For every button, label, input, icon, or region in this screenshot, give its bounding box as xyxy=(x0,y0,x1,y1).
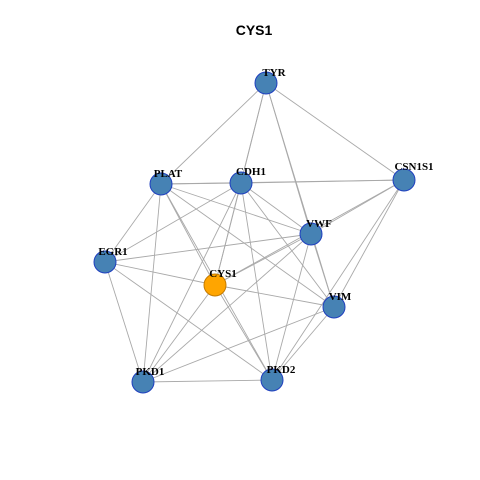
edge-egr1-pkd1 xyxy=(104,261,144,383)
node-label: PLAT xyxy=(154,168,183,180)
node-pkd1[interactable]: PKD1 xyxy=(131,366,165,394)
node-circle[interactable] xyxy=(254,71,278,95)
edge-tyr-plat xyxy=(160,82,267,185)
node-egr1[interactable]: EGR1 xyxy=(93,246,128,274)
node-circle[interactable] xyxy=(131,370,155,394)
edge-csn1s1-pkd2 xyxy=(271,179,405,381)
edge-cdh1-pkd1 xyxy=(142,182,242,383)
node-cdh1[interactable]: CDH1 xyxy=(229,166,266,195)
edge-plat-vim xyxy=(160,183,335,308)
edge-vwf-vim xyxy=(310,233,335,308)
edge-cdh1-vim xyxy=(240,182,335,308)
node-vwf[interactable]: VWF xyxy=(299,218,332,246)
node-label: CDH1 xyxy=(236,166,266,178)
node-vim[interactable]: VIM xyxy=(322,291,352,319)
edge-layer xyxy=(104,82,405,383)
node-circle[interactable] xyxy=(229,171,253,195)
edge-tyr-csn1s1 xyxy=(265,82,405,181)
node-circle[interactable] xyxy=(203,273,227,297)
node-cys1[interactable]: CYS1 xyxy=(203,268,237,297)
edge-plat-egr1 xyxy=(104,183,162,263)
edge-vwf-egr1 xyxy=(104,233,312,263)
edge-vim-pkd2 xyxy=(271,306,335,381)
edge-cys1-pkd2 xyxy=(214,284,273,381)
node-circle[interactable] xyxy=(260,368,284,392)
node-plat[interactable]: PLAT xyxy=(149,168,183,196)
edge-plat-pkd1 xyxy=(142,183,162,383)
edge-pkd1-pkd2 xyxy=(142,379,273,383)
edge-cdh1-vwf xyxy=(240,182,312,235)
node-label: EGR1 xyxy=(98,246,127,258)
edge-cdh1-egr1 xyxy=(104,182,242,263)
node-pkd2[interactable]: PKD2 xyxy=(260,364,296,392)
node-label: TYR xyxy=(262,67,286,79)
node-circle[interactable] xyxy=(93,250,117,274)
edge-vwf-cys1 xyxy=(214,233,312,286)
edge-plat-vwf xyxy=(160,183,312,235)
edge-vwf-pkd2 xyxy=(271,233,312,381)
node-circle[interactable] xyxy=(149,172,173,196)
edge-cys1-pkd1 xyxy=(142,284,216,383)
node-label: CYS1 xyxy=(209,268,237,280)
edge-cys1-vim xyxy=(214,284,335,308)
node-label: VIM xyxy=(329,291,352,303)
node-label: PKD2 xyxy=(267,364,296,376)
node-circle[interactable] xyxy=(322,295,346,319)
node-label: VWF xyxy=(306,218,332,230)
node-label: PKD1 xyxy=(136,366,165,378)
edge-vim-pkd1 xyxy=(142,306,335,383)
node-circle[interactable] xyxy=(392,168,416,192)
node-csn1s1[interactable]: CSN1S1 xyxy=(392,161,434,192)
edge-cdh1-cys1 xyxy=(214,182,242,286)
edge-vwf-pkd1 xyxy=(142,233,312,383)
graph-title: CYS1 xyxy=(236,22,273,38)
node-circle[interactable] xyxy=(299,222,323,246)
edge-plat-cys1 xyxy=(160,183,216,286)
edge-csn1s1-vim xyxy=(333,179,405,308)
edge-egr1-cys1 xyxy=(104,261,216,286)
node-tyr[interactable]: TYR xyxy=(254,67,287,95)
edge-plat-cdh1 xyxy=(160,182,242,185)
node-label: CSN1S1 xyxy=(394,161,433,173)
